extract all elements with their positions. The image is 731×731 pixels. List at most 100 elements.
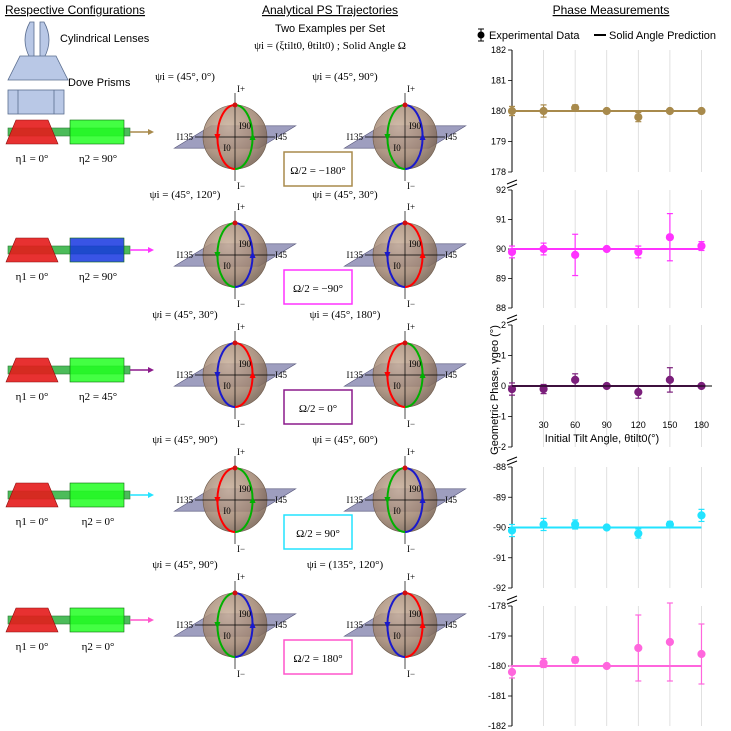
output-arrowhead <box>148 129 154 135</box>
y-tick-label: 90 <box>496 244 506 254</box>
output-arrowhead <box>148 367 154 373</box>
stokes-label-i45: I45 <box>275 620 287 630</box>
direction-arrow <box>419 133 426 140</box>
psi-label-a: ψi = (45°, 120°) <box>150 189 221 201</box>
stokes-label-i135: I135 <box>177 620 194 630</box>
stokes-label-i0: I0 <box>393 506 401 516</box>
legend-points-label: Experimental Data <box>489 30 580 42</box>
data-point <box>539 384 548 394</box>
stokes-label-plus: I+ <box>407 447 415 457</box>
direction-arrow <box>419 251 426 258</box>
stokes-label-i45: I45 <box>445 250 457 260</box>
stokes-label-i90: I90 <box>239 239 251 249</box>
y-tick-label: 180 <box>491 106 506 116</box>
subheader-line2: ψi = (ξtilt0, θtilt0) ; Solid Angle Ω <box>254 40 406 52</box>
omega-label: Ω/2 = −180° <box>290 165 346 177</box>
stokes-label-minus: I− <box>237 299 245 309</box>
header-left: Respective Configurations <box>5 3 145 17</box>
psi-label-b: ψi = (45°, 60°) <box>312 434 378 446</box>
stokes-label-i0: I0 <box>223 143 231 153</box>
stokes-label-i0: I0 <box>393 631 401 641</box>
header-right: Phase Measurements <box>553 3 670 17</box>
y-tick-label: -1 <box>498 412 506 422</box>
stokes-label-i45: I45 <box>445 620 457 630</box>
psi-label-b: ψi = (45°, 180°) <box>310 309 381 321</box>
stokes-label-i90: I90 <box>409 359 421 369</box>
omega-box <box>283 151 353 187</box>
data-point <box>602 244 611 254</box>
y-tick-label: -89 <box>493 492 506 502</box>
direction-arrow <box>214 134 221 141</box>
direction-arrow <box>249 496 256 503</box>
optic-element-2 <box>69 607 125 633</box>
data-point <box>571 520 580 529</box>
stokes-label-i45: I45 <box>275 250 287 260</box>
header-middle: Analytical PS Trajectories <box>262 3 398 17</box>
chart-xlabel: Initial Tilt Angle, θtilt0(°) <box>545 433 659 445</box>
omega-label: Ω/2 = 0° <box>299 403 337 415</box>
stokes-label-plus: I+ <box>407 572 415 582</box>
stokes-label-minus: I− <box>407 669 415 679</box>
data-point <box>539 106 548 116</box>
optic-element-2 <box>69 119 125 145</box>
stokes-label-i90: I90 <box>239 609 251 619</box>
dove-label: Dove Prisms <box>68 77 131 89</box>
chart-ylabel: Geometric Phase, γgeo (°) <box>489 325 501 455</box>
y-tick-label: 91 <box>496 215 506 225</box>
rows-layer: η1 = 0°η2 = 90°ψi = (45°, 0°)ψi = (45°, … <box>5 71 467 679</box>
config-row-5: η1 = 0°η2 = 0°ψi = (45°, 90°)ψi = (135°,… <box>5 559 467 679</box>
stokes-label-i90: I90 <box>409 121 421 131</box>
data-point <box>571 375 580 384</box>
stokes-label-i135: I135 <box>347 495 364 505</box>
stokes-label-i90: I90 <box>239 359 251 369</box>
optic-element-2 <box>69 482 125 508</box>
y-tick-label: -180 <box>488 661 506 671</box>
data-point <box>507 106 517 116</box>
direction-arrow <box>384 622 391 629</box>
stokes-label-i0: I0 <box>223 381 231 391</box>
data-point <box>602 106 611 116</box>
data-point <box>634 529 643 538</box>
axis-break-mark <box>506 314 518 324</box>
data-point <box>571 250 580 259</box>
stokes-label-minus: I− <box>237 419 245 429</box>
start-point-marker <box>232 465 238 471</box>
data-point <box>571 655 580 665</box>
stokes-label-i135: I135 <box>177 495 194 505</box>
y-tick-label: -179 <box>488 631 506 641</box>
omega-label: Ω/2 = −90° <box>293 283 343 295</box>
stokes-label-i90: I90 <box>409 609 421 619</box>
optic-element-2 <box>69 237 125 263</box>
data-point <box>665 520 674 529</box>
stokes-label-i90: I90 <box>409 239 421 249</box>
psi-label-b: ψi = (135°, 120°) <box>307 559 384 571</box>
start-point-marker <box>232 590 238 596</box>
eta1-label: η1 = 0° <box>16 641 49 653</box>
stokes-label-minus: I− <box>237 544 245 554</box>
omega-label: Ω/2 = 180° <box>293 653 342 665</box>
direction-arrow <box>249 371 256 378</box>
stokes-label-minus: I− <box>407 544 415 554</box>
direction-arrow <box>384 252 391 259</box>
stokes-label-i0: I0 <box>223 631 231 641</box>
data-point <box>539 520 548 529</box>
data-point <box>634 388 643 397</box>
start-point-marker <box>402 465 408 471</box>
optic-element-1 <box>5 237 59 263</box>
start-point-marker <box>402 590 408 596</box>
stokes-label-i135: I135 <box>347 620 364 630</box>
data-point <box>507 384 517 394</box>
start-point-marker <box>232 220 238 226</box>
stokes-label-plus: I+ <box>237 322 245 332</box>
axis-break-mark <box>506 456 518 466</box>
stokes-label-i45: I45 <box>445 495 457 505</box>
omega-box <box>283 269 353 305</box>
stokes-label-i0: I0 <box>393 143 401 153</box>
y-tick-label: 1 <box>501 351 506 361</box>
data-point <box>665 637 674 647</box>
stokes-label-minus: I− <box>407 419 415 429</box>
stokes-label-plus: I+ <box>407 84 415 94</box>
